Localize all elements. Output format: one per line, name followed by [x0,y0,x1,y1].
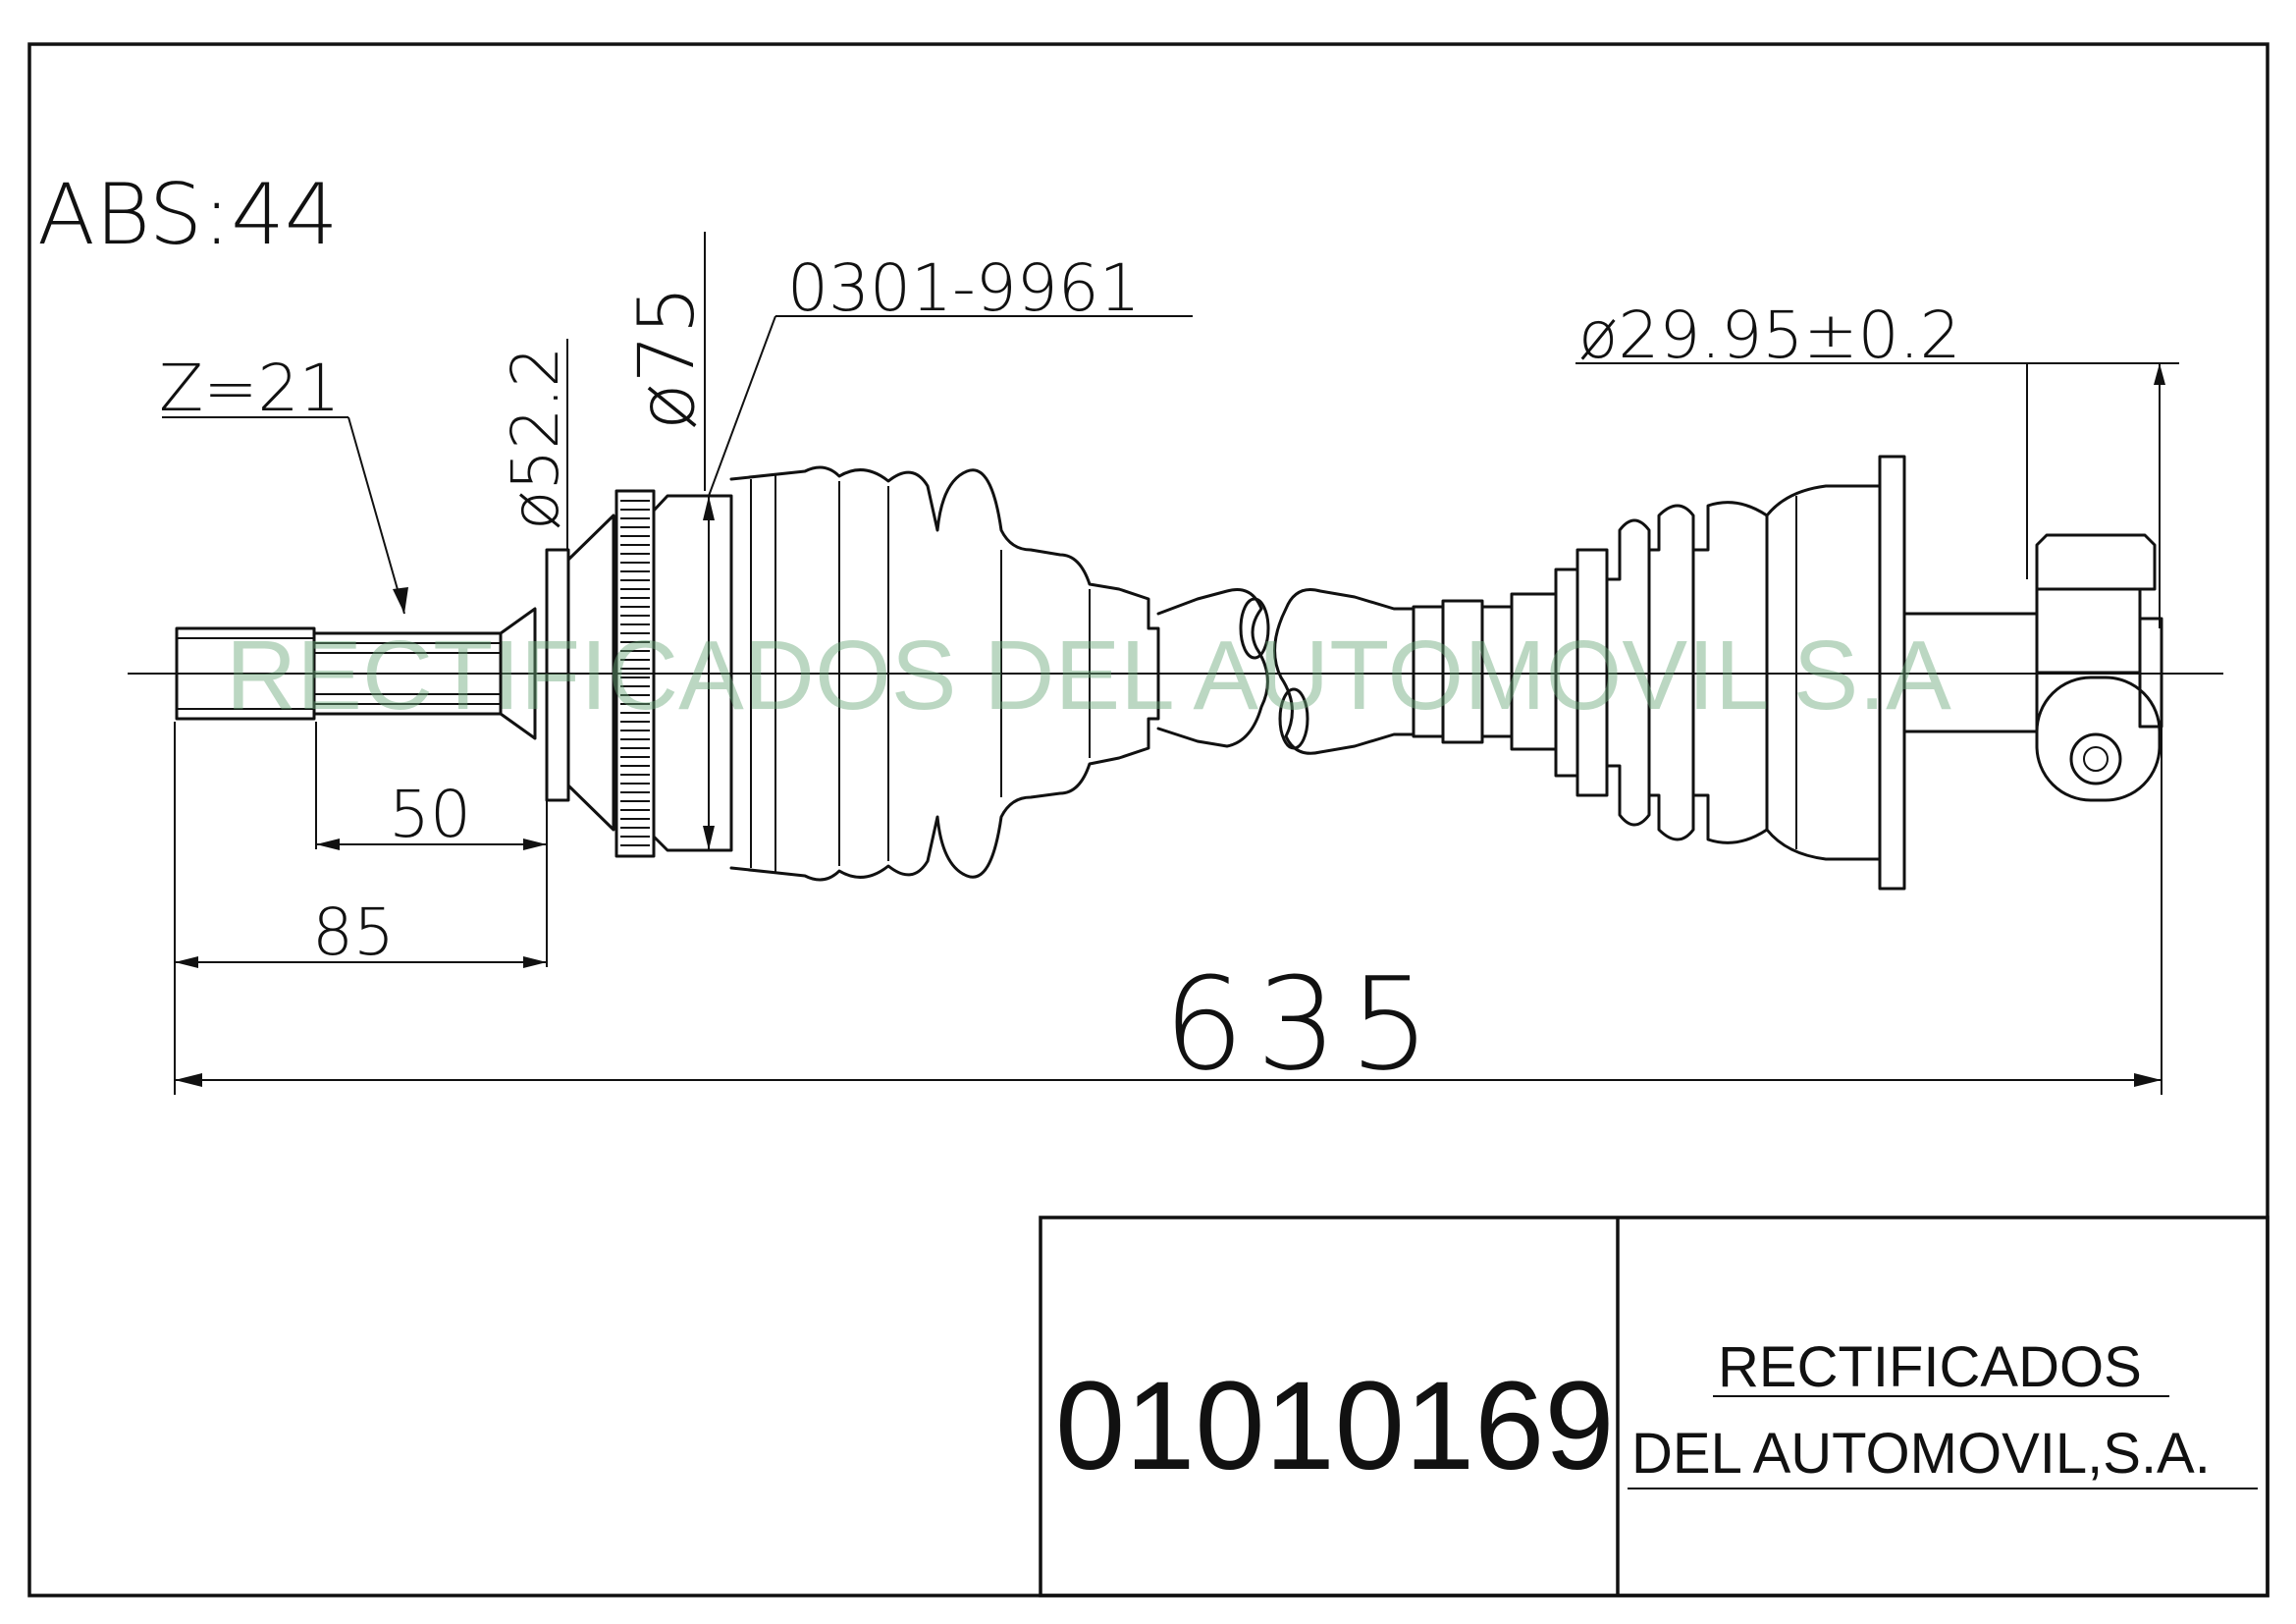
intermediate-shaft [1156,588,1558,755]
outer-boot [729,465,1160,882]
dim-635-label: 635 [1163,949,1442,1099]
dim-85-label: 85 [312,894,395,970]
outer-cv-joint [545,489,733,858]
title-block [1039,1216,2269,1597]
spline-leader [162,416,408,615]
company-name-line2: DEL AUTOMOVIL,S.A. [1631,1422,2211,1486]
stub-shaft [175,607,537,740]
dim-50-label: 50 [389,777,471,852]
watermark: RECTIFICADOS DEL AUTOMOVIL S.A [226,621,1951,731]
dia-75-label: ø75 [623,286,712,430]
inner-housing [1902,533,2163,802]
dia-shaft-label: ø29.95±0.2 [1578,298,1961,373]
part-number: 01010169 [1055,1356,1615,1496]
company-name-line1: RECTIFICADOS [1718,1335,2142,1399]
abs-label: ABS:44 [37,166,339,264]
dia-52-label: ø52.2 [498,347,573,530]
boot-ref-label: 0301-9961 [787,250,1141,326]
boot-ref-leader [708,315,776,497]
spline-count-label: Z=21 [159,351,341,426]
abs-ring-teeth [620,500,650,846]
